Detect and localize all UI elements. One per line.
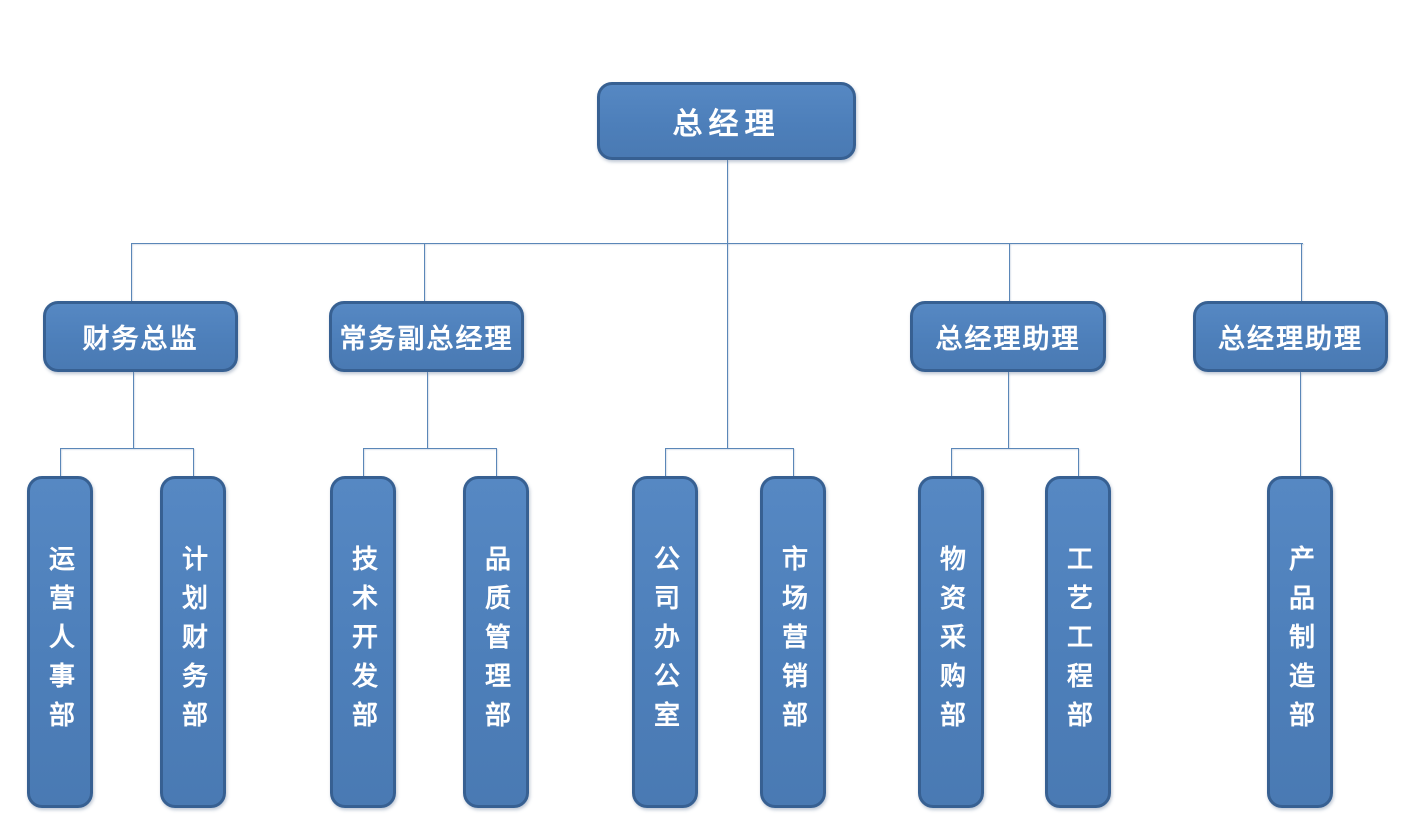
connector-col-drop	[951, 448, 952, 476]
connector-col-drop	[60, 448, 61, 476]
node-dept-operations-hr: 运营人事部	[27, 476, 93, 808]
node-dept-company-office: 公司办公室	[632, 476, 698, 808]
connector-deputy-rail	[363, 448, 496, 449]
node-dept-materials-purchasing: 物资采购部	[918, 476, 984, 808]
connector-assistant1-stem	[1008, 372, 1009, 448]
node-dept-tech-development: 技术开发部	[330, 476, 396, 808]
connector-drop-assistant1	[1009, 243, 1010, 301]
node-deputy-general-manager: 常务副总经理	[329, 301, 524, 372]
connector-deputy-stem	[427, 372, 428, 448]
connector-drop-finance	[131, 243, 132, 301]
connector-col-drop	[496, 448, 497, 476]
node-general-manager: 总经理	[597, 82, 856, 160]
connector-col-drop	[363, 448, 364, 476]
connector-col-drop	[1078, 448, 1079, 476]
connector-col-drop	[193, 448, 194, 476]
connector-root-drop	[727, 160, 728, 243]
connector-center-drop	[727, 243, 728, 448]
connector-col-drop	[665, 448, 666, 476]
connector-assistant2-stem	[1300, 372, 1301, 476]
connector-finance-stem	[133, 372, 134, 448]
connector-assistant1-rail	[951, 448, 1078, 449]
node-dept-quality-management: 品质管理部	[463, 476, 529, 808]
node-gm-assistant-2: 总经理助理	[1193, 301, 1388, 372]
connector-finance-rail	[60, 448, 193, 449]
connector-col-drop	[793, 448, 794, 476]
node-dept-process-engineering: 工艺工程部	[1045, 476, 1111, 808]
connector-main-rail	[131, 243, 1303, 244]
connector-drop-assistant2	[1301, 243, 1302, 301]
connector-center-rail	[665, 448, 793, 449]
node-finance-director: 财务总监	[43, 301, 238, 372]
connector-drop-deputy	[424, 243, 425, 301]
node-dept-marketing: 市场营销部	[760, 476, 826, 808]
node-gm-assistant-1: 总经理助理	[910, 301, 1106, 372]
node-dept-product-manufacturing: 产品制造部	[1267, 476, 1333, 808]
node-dept-planning-finance: 计划财务部	[160, 476, 226, 808]
